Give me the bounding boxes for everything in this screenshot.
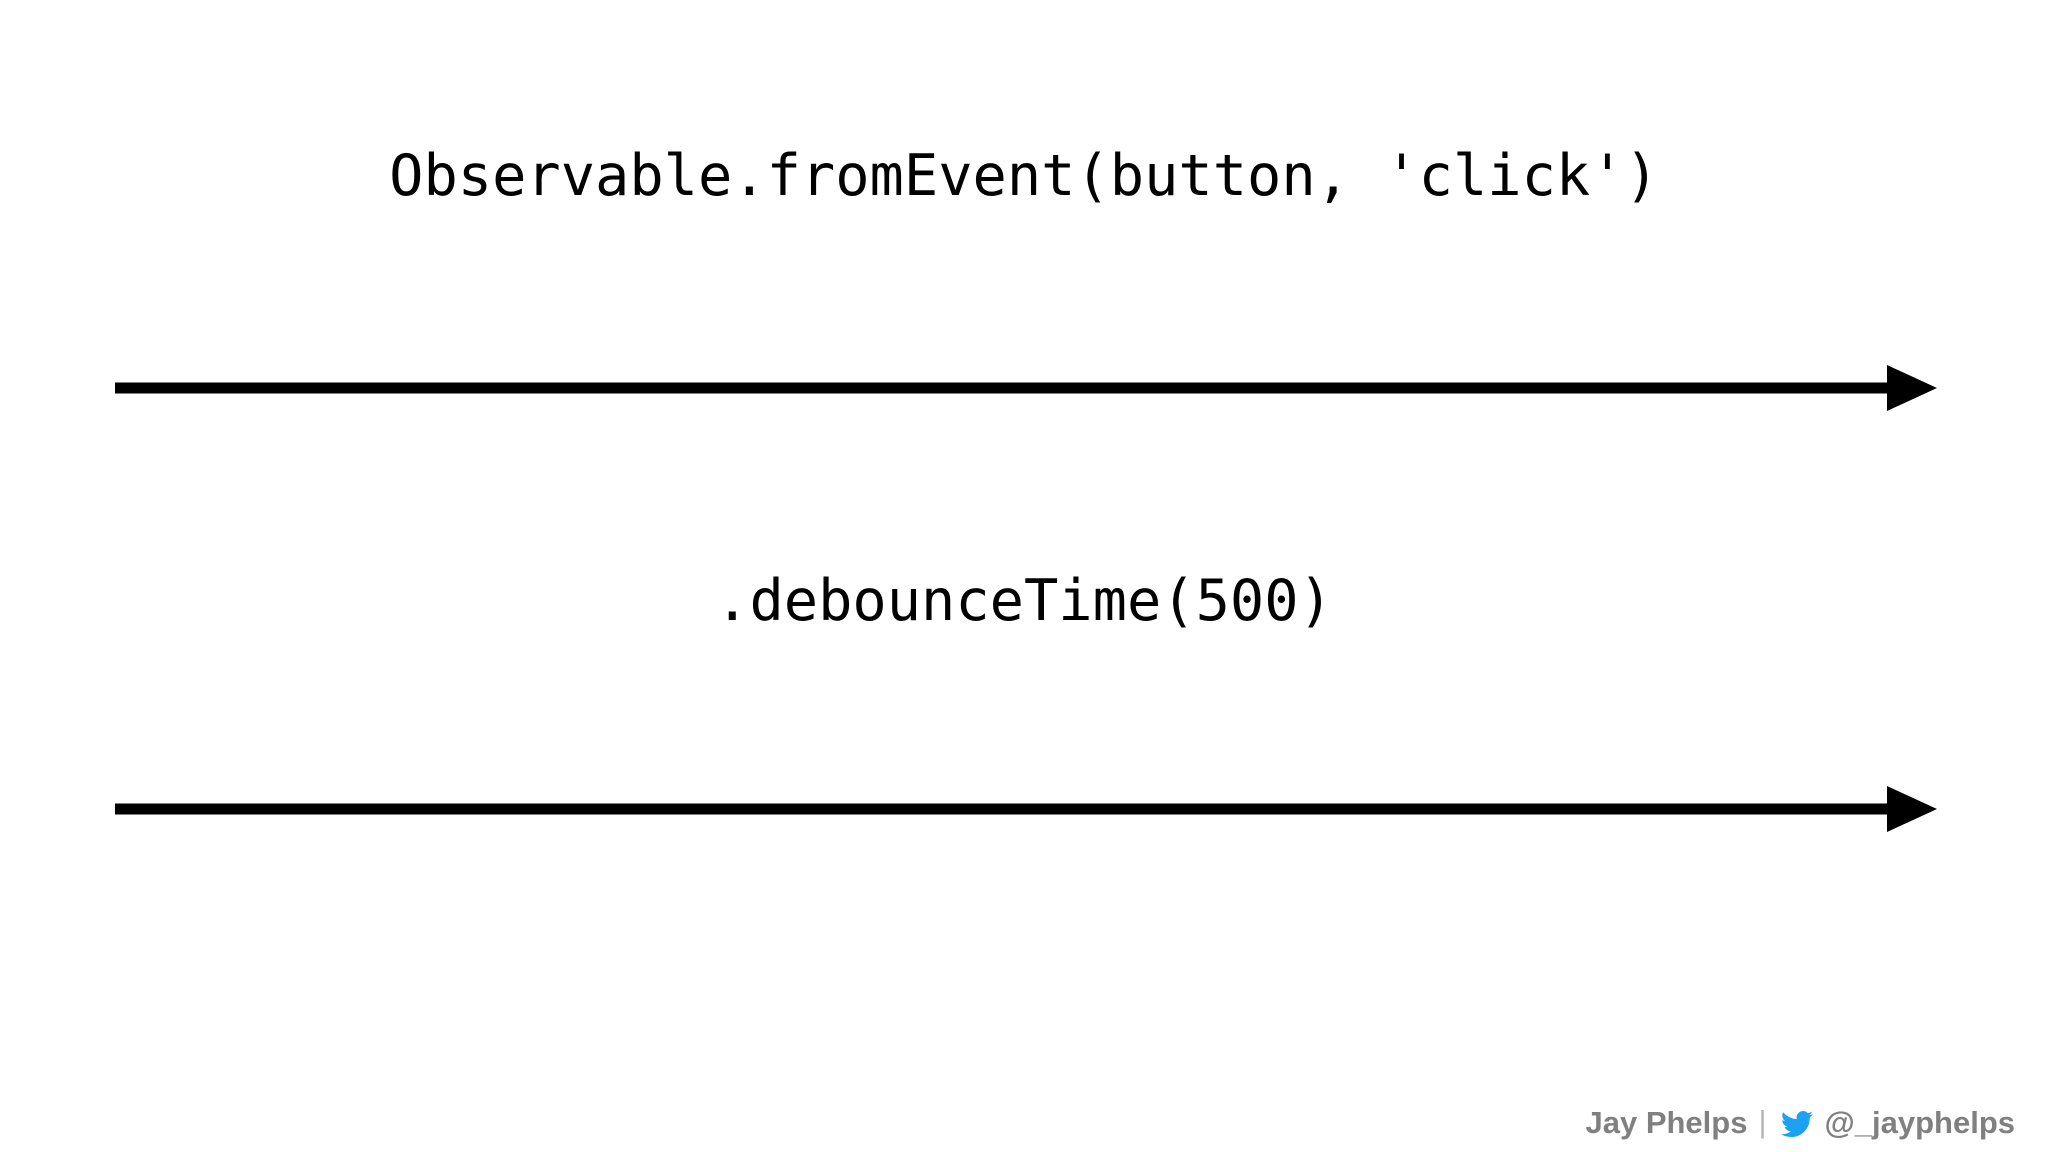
footer-divider: | xyxy=(1758,1103,1767,1139)
source-observable-label: Observable.fromEvent(button, 'click') xyxy=(389,143,1659,209)
footer-attribution: Jay Phelps | @_jayphelps xyxy=(1585,1106,2015,1138)
debounced-timeline-arrow xyxy=(115,785,1937,833)
operator-label: .debounceTime(500) xyxy=(715,568,1333,634)
twitter-bird-icon xyxy=(1778,1108,1816,1140)
twitter-handle: @_jayphelps xyxy=(1824,1104,2015,1140)
source-timeline-arrow xyxy=(115,364,1937,412)
author-name: Jay Phelps xyxy=(1585,1104,1748,1140)
